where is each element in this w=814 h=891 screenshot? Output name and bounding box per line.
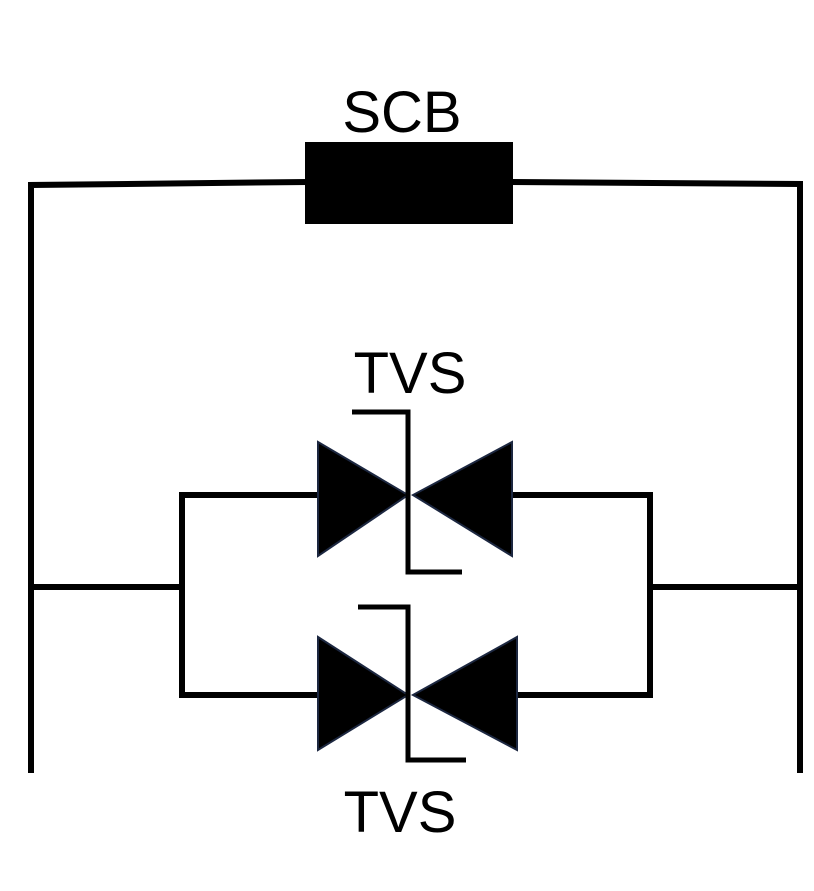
- tvs-top-right-triangle: [410, 440, 513, 558]
- tvs-bottom-label: TVS: [344, 780, 457, 845]
- tvs-bottom-left-triangle: [317, 635, 410, 752]
- scb-label: SCB: [342, 80, 461, 145]
- tvs-bottom-zener-bar: [358, 604, 466, 763]
- inner-right-rail: [509, 492, 653, 698]
- tvs-top-component: [317, 409, 513, 575]
- right-outer-wire: [509, 178, 803, 773]
- scb-component: [305, 142, 513, 224]
- left-outer-wire: [28, 178, 309, 773]
- tvs-bottom-right-triangle: [410, 635, 518, 752]
- inner-left-rail: [179, 492, 321, 698]
- tvs-top-zener-bar: [352, 409, 462, 575]
- tvs-bottom-component: [317, 604, 518, 763]
- tvs-top-label: TVS: [354, 341, 467, 406]
- tvs-top-left-triangle: [317, 440, 410, 558]
